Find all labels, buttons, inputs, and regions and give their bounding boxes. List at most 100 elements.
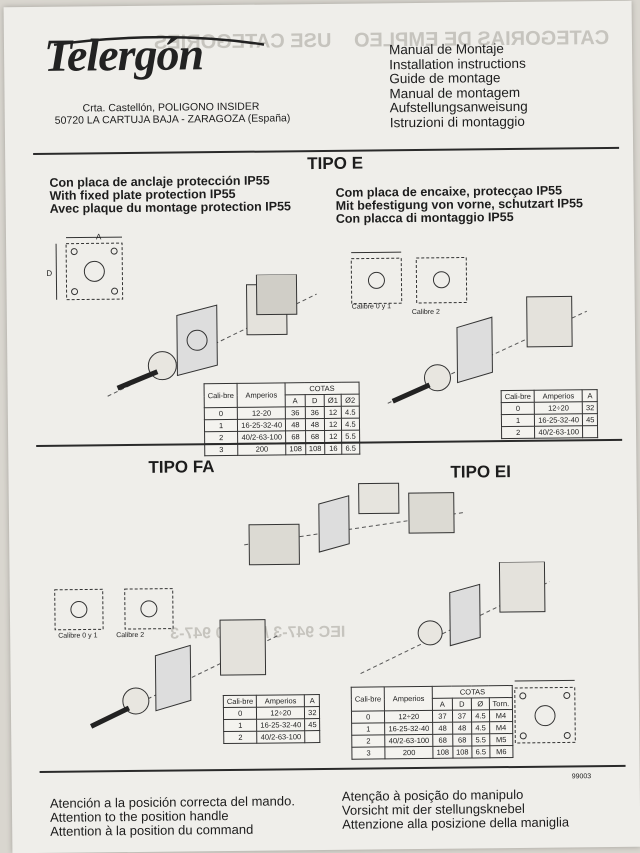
table-cell: 2 [351, 734, 386, 748]
table-cell: 16-25-32-40 [237, 418, 286, 432]
dim-label-a: A [95, 232, 102, 242]
table-cell: 1 [501, 414, 535, 427]
table-cell [582, 425, 599, 438]
table-subheader: Ø [471, 697, 490, 710]
table-cell: 37 [432, 710, 453, 723]
table-header: Cali-bre [204, 383, 238, 408]
table-cell: 2 [204, 431, 238, 444]
address-line-2: 50720 LA CARTUJA BAJA - ZARAGOZA (España… [54, 112, 291, 127]
tipo-fa-dimension-drawings [54, 588, 174, 631]
table-cell: 32 [582, 401, 598, 414]
table-cell: 48 [452, 721, 472, 735]
table-cell: 16 [324, 442, 342, 455]
manual-titles: Manual de Montaje Installation instructi… [389, 41, 528, 130]
tipo-ei-dimension-drawing [514, 679, 576, 744]
tipo-e-cotas-table: Cali-bre Amperios COTAS A D Ø1 Ø2 0 12-2… [203, 381, 360, 457]
tipo-e-left-line: Avec plaque du montage protection IP55 [49, 199, 292, 216]
table-cell: 36 [304, 406, 325, 419]
table-cell: 68 [432, 734, 453, 747]
table-cell: 12÷20 [384, 710, 433, 723]
table-cell: 5.5 [341, 430, 360, 443]
table-row: 1 16-25-32-40 45 [223, 718, 321, 732]
tipo-fa-title: TIPO FA [148, 457, 215, 477]
tipo-e-right-exploded-drawing [387, 295, 588, 404]
tipo-ei-cotas-table: Cali-bre Amperios COTAS A D Ø Torn. 0 12… [350, 685, 514, 760]
table-cell: 108 [432, 746, 453, 759]
tipo-e-title: TIPO E [307, 153, 364, 174]
table-cell: 1 [223, 719, 257, 732]
footer-right-line: Attenzione alla posizione della maniglia [342, 814, 570, 832]
document-code: 99003 [571, 773, 592, 781]
table-cell: 108 [452, 745, 473, 759]
manual-title: Istruzioni di montaggio [389, 113, 525, 130]
table-subheader: D [304, 394, 325, 407]
table-subheader: D [452, 697, 472, 711]
table-cell: 4.5 [341, 406, 360, 419]
table-cell: 12 [324, 406, 342, 419]
table-cell: 12÷20 [534, 401, 583, 415]
table-cell: 12 [324, 418, 342, 431]
table-cell: 37 [452, 709, 472, 723]
table-header: A [304, 694, 320, 707]
table-cell: M4 [489, 721, 514, 734]
table-header: Amperios [256, 694, 305, 708]
table-cell: 1 [351, 722, 385, 736]
table-cell: 45 [304, 718, 321, 731]
tipo-e-dimension-drawing [55, 236, 124, 301]
table-cell: 3 [351, 746, 386, 760]
table-subheader: Torn. [488, 697, 513, 710]
table-cell: 48 [432, 722, 453, 735]
table-cell [304, 730, 321, 743]
table-cell: 4.5 [471, 721, 490, 734]
table-cell: 68 [285, 430, 306, 443]
table-cell: 16-25-32-40 [384, 722, 433, 735]
tipo-e-right-table: Cali-bre Amperios A 0 12÷20 32 1 16-25-3… [500, 389, 599, 440]
table-header: Amperios [534, 389, 583, 403]
table-cell: 45 [582, 413, 598, 426]
table-cell: 108 [305, 442, 325, 455]
divider [39, 764, 626, 773]
table-cell: 200 [385, 746, 434, 759]
table-row: 2 40/2-63-100 [223, 730, 321, 744]
table-cell: 6.5 [472, 745, 490, 758]
table-header: A [582, 389, 598, 402]
table-cell: 4.5 [471, 709, 490, 722]
tipo-fa-exploded-drawing [90, 619, 281, 729]
table-cell: 68 [452, 733, 473, 747]
table-cell: 68 [305, 430, 325, 443]
table-cell: 48 [285, 418, 306, 431]
table-row: 0 12÷20 32 [501, 401, 598, 415]
table-cell: M5 [489, 733, 514, 746]
table-cell: 3 [204, 443, 239, 456]
table-cell: 48 [305, 418, 325, 431]
table-header: Cali-bre [223, 695, 257, 708]
table-cell: 36 [285, 406, 306, 419]
table-row: 1 16-25-32-40 45 [501, 413, 598, 427]
footer-left-line: Attention à la position du command [50, 821, 254, 839]
table-header: Amperios [384, 686, 433, 711]
table-cell: 5.5 [471, 733, 490, 746]
table-cell: 16-25-32-40 [256, 718, 305, 732]
tipo-e-exploded-switch-drawing [107, 273, 317, 397]
instruction-sheet: CATEGORIAS DE EMPLEO USE CATEGORIES IEC … [3, 0, 640, 853]
table-cell: M4 [489, 709, 513, 722]
table-row: 0 12÷20 32 [223, 706, 321, 720]
table-cell: 40/2-63-100 [384, 734, 433, 747]
table-cell: 0 [351, 710, 385, 724]
table-header: COTAS [432, 685, 513, 699]
table-cell: 6.5 [341, 442, 360, 455]
table-subheader: Ø2 [341, 394, 359, 407]
table-cell: 40/2-63-100 [534, 425, 583, 439]
table-cell: 0 [204, 407, 238, 420]
table-cell: 1 [204, 419, 238, 432]
table-header: Cali-bre [351, 686, 385, 712]
tipo-fa-table: Cali-bre Amperios A 0 12÷20 32 1 16-25-3… [222, 694, 321, 745]
table-subheader: A [285, 394, 305, 407]
table-cell: M6 [489, 745, 514, 758]
table-cell: 40/2-63-100 [256, 730, 305, 744]
table-cell: 12÷20 [256, 706, 305, 720]
table-cell: 2 [501, 426, 535, 439]
table-row: 3 200 108 108 6.5 M6 [351, 745, 514, 760]
tipo-e-right-dimension-drawings [350, 251, 468, 305]
table-subheader: A [432, 698, 453, 711]
